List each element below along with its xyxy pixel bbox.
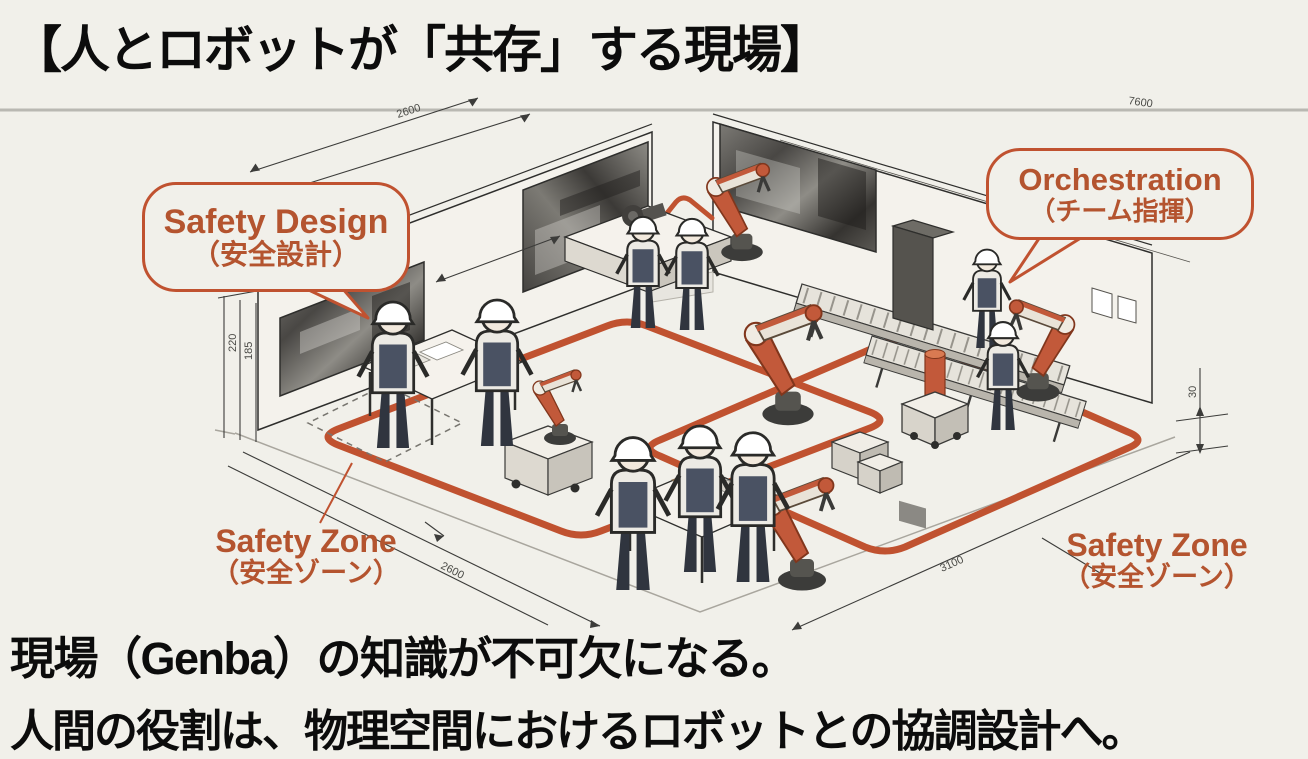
callout-orchestration-en: Orchestration: [1018, 162, 1222, 198]
footer-line-1: 現場（Genba）の知識が不可欠になる。: [10, 633, 797, 684]
label-safety-zone-right-en: Safety Zone: [1066, 527, 1248, 563]
callout-safety-design: Safety Design （安全設計）: [142, 182, 410, 292]
page-title: 【人とロボットが「共存」する現場】: [12, 22, 830, 78]
label-safety-zone-left: Safety Zone （安全ゾーン）: [196, 523, 416, 589]
callout-safety-design-ja: （安全設計）: [191, 239, 360, 271]
dim-bottom-left: 2600: [439, 560, 466, 582]
callout-safety-design-en: Safety Design: [163, 202, 389, 241]
label-safety-zone-right-ja: （安全ゾーン）: [1063, 562, 1251, 593]
wall-papers: [1091, 287, 1137, 324]
dim-right-small: 30: [1187, 386, 1199, 398]
footer-text: 現場（Genba）の知識が不可欠になる。 人間の役割は、物理空間におけるロボット…: [10, 622, 1146, 759]
control-kiosk: [890, 219, 956, 529]
label-safety-zone-left-ja: （安全ゾーン）: [212, 558, 400, 589]
zone-leader-left: [319, 462, 353, 524]
agv-cart: [900, 349, 970, 449]
dashed-boundary: [306, 384, 464, 463]
label-safety-zone-left-en: Safety Zone: [215, 523, 397, 559]
dim-left-upper: 220: [227, 334, 239, 352]
label-safety-zone-right: Safety Zone （安全ゾーン）: [1052, 527, 1262, 593]
callout-orchestration: Orchestration （チーム指揮）: [986, 148, 1254, 240]
callout-orchestration-ja: （チーム指揮）: [1029, 195, 1211, 226]
dim-left-lower: 185: [243, 342, 255, 360]
dim-bottom-right: 3100: [938, 554, 965, 575]
dim-top-right: 7600: [1128, 95, 1154, 110]
footer-line-2: 人間の役割は、物理空間におけるロボットとの協調設計へ。: [10, 707, 1146, 756]
dim-top-left: 2600: [395, 102, 422, 121]
box-stack: [830, 431, 904, 494]
